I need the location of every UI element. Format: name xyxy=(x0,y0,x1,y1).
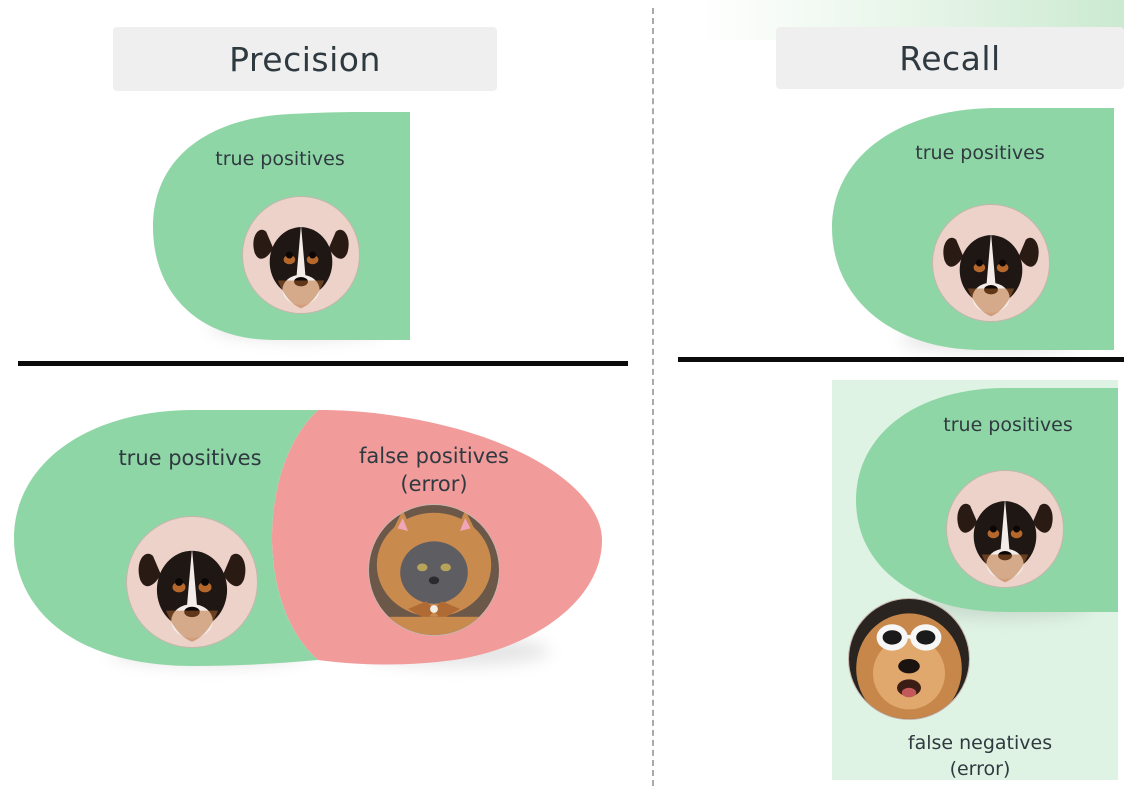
false-negatives-error-label: (error) xyxy=(949,758,1011,780)
cat-in-costume-photo-icon xyxy=(368,504,500,636)
recall-divider xyxy=(678,357,1124,362)
dog-photo-icon xyxy=(932,204,1050,322)
precision-title: Precision xyxy=(113,27,497,91)
false-positives-label: false positives xyxy=(359,444,509,468)
dog-photo-icon xyxy=(242,196,360,314)
center-dashed-divider xyxy=(652,8,654,786)
true-positives-label: true positives xyxy=(943,414,1073,436)
recall-title: Recall xyxy=(776,27,1124,89)
dog-with-sunglasses-photo-icon xyxy=(848,598,970,720)
false-positives-error-label: (error) xyxy=(400,472,468,496)
dog-photo-icon xyxy=(946,470,1064,588)
true-positives-label: true positives xyxy=(118,446,262,470)
false-negatives-label: false negatives xyxy=(907,732,1053,754)
true-positives-label: true positives xyxy=(915,142,1045,164)
precision-divider xyxy=(18,361,628,366)
true-positives-label: true positives xyxy=(215,148,345,170)
dog-photo-icon xyxy=(126,516,258,648)
